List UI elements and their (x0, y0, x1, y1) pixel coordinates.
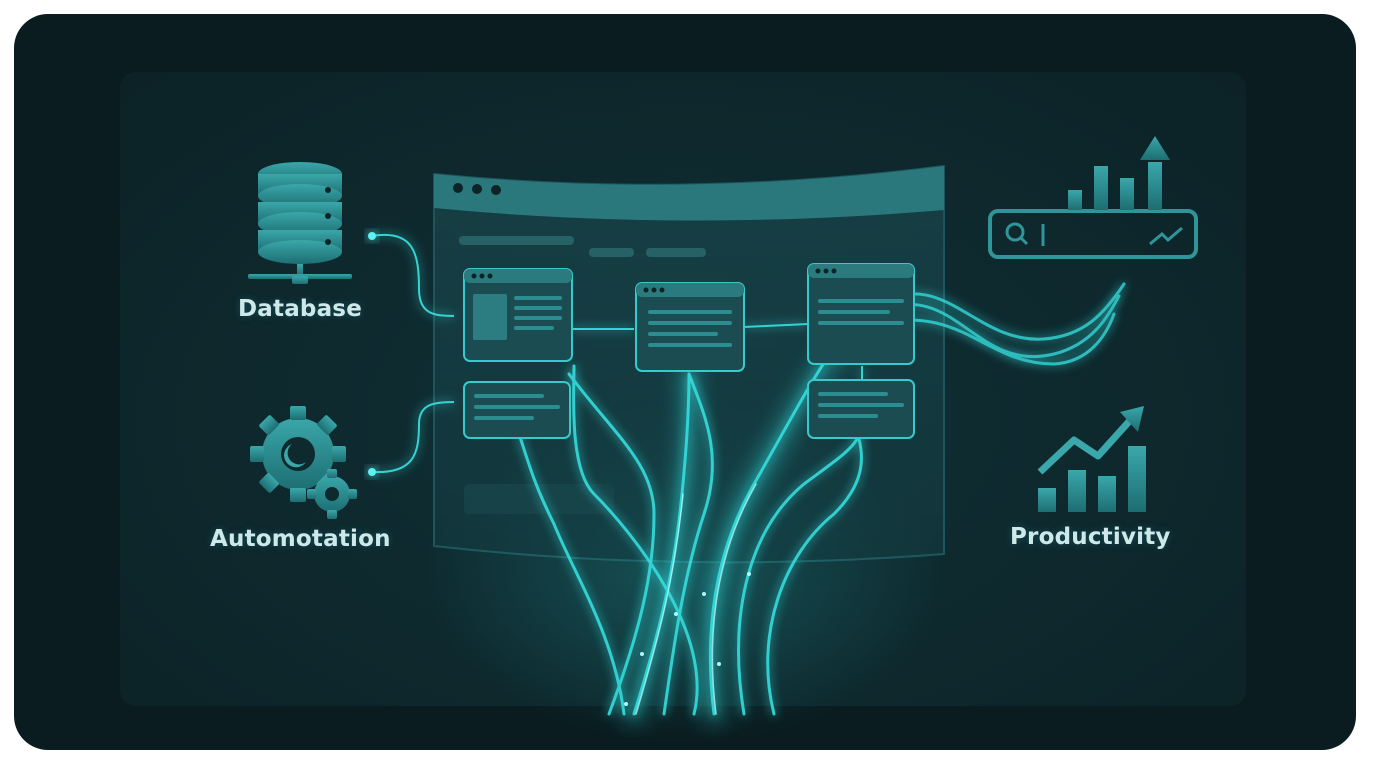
growth-chart-icon (1037, 406, 1146, 512)
workflow-illustration (248, 136, 1198, 744)
automation-label: Automotation (210, 526, 391, 552)
connector-lines (371, 233, 863, 474)
workflow-window-2 (635, 282, 745, 372)
illustration-frame: Database Automotation Productivity (14, 14, 1356, 750)
database-server-icon (248, 162, 352, 284)
data-flow-tree (517, 282, 1126, 725)
bar-chart-arrow-icon (1068, 136, 1170, 210)
workflow-window-5 (807, 379, 915, 439)
workflow-window-4 (463, 381, 571, 439)
gears-icon (250, 406, 357, 519)
workflow-window-1 (463, 268, 573, 362)
productivity-label: Productivity (1010, 524, 1171, 550)
database-label: Database (238, 296, 363, 322)
search-bar-icon (988, 209, 1198, 259)
workflow-window-3 (807, 263, 915, 365)
